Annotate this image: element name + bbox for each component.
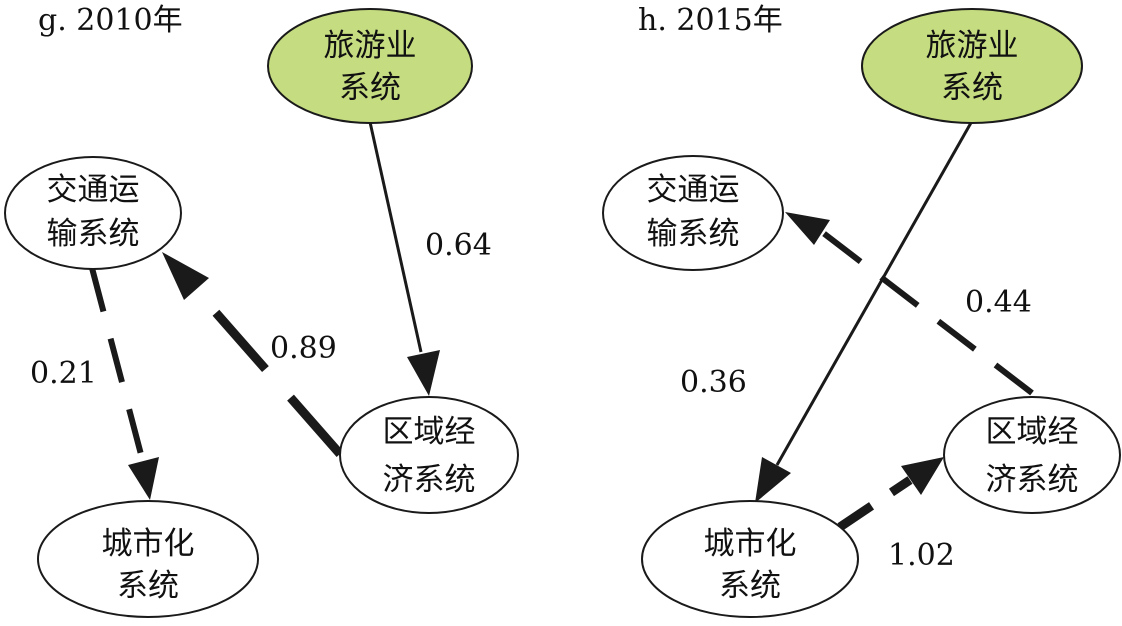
edge-line bbox=[89, 267, 146, 463]
node-transport-label-2: 输系统 bbox=[647, 216, 740, 252]
node-transport-label-1: 交通运 bbox=[647, 172, 740, 208]
arrowhead bbox=[785, 212, 830, 245]
node-tourism-2010: 旅游业 系统 bbox=[267, 8, 473, 124]
node-tourism-2015: 旅游业 系统 bbox=[861, 8, 1083, 124]
arrowhead bbox=[901, 457, 944, 495]
arrowhead bbox=[128, 457, 159, 500]
node-transport-label-1: 交通运 bbox=[47, 172, 140, 208]
edge-value-2010-tourism-regional: 0.64 bbox=[425, 228, 492, 263]
node-transport-ellipse bbox=[602, 155, 784, 271]
node-tourism-ellipse bbox=[267, 8, 473, 124]
node-regional-2015: 区域经 济系统 bbox=[943, 396, 1121, 514]
node-urban-label-1: 城市化 bbox=[102, 526, 195, 562]
node-urban-label-1: 城市化 bbox=[704, 526, 797, 562]
edge-2010-regional-to-transport bbox=[162, 252, 344, 457]
edge-value-2010-regional-transport: 0.89 bbox=[270, 331, 337, 366]
edge-value-2015-regional-transport: 0.44 bbox=[965, 285, 1032, 320]
panel-title-2015: h. 2015年 bbox=[638, 3, 783, 38]
edge-value-2015-tourism-urban: 0.36 bbox=[680, 365, 747, 400]
node-regional-label-1: 区域经 bbox=[986, 414, 1079, 450]
panel-2015: h. 2015年 旅游业 系统 交通运 输系统 区域经 济系统 bbox=[602, 3, 1121, 618]
node-urban-label-2: 系统 bbox=[117, 568, 179, 604]
arrowhead bbox=[755, 457, 791, 503]
edge-value-2010-transport-urban: 0.21 bbox=[30, 356, 97, 391]
node-transport-label-2: 输系统 bbox=[47, 216, 140, 252]
node-tourism-label-1: 旅游业 bbox=[324, 28, 417, 64]
edge-line bbox=[820, 229, 1034, 396]
node-regional-ellipse bbox=[943, 396, 1121, 514]
edge-line bbox=[775, 120, 974, 466]
node-urban-ellipse bbox=[641, 500, 859, 618]
edge-2015-urban-to-regional bbox=[837, 457, 944, 531]
edge-line bbox=[368, 121, 423, 353]
panel-2010: g. 2010年 旅游业 系统 交通运 输系统 区域经 济系统 bbox=[4, 3, 519, 618]
arrowhead bbox=[407, 350, 440, 396]
node-regional-label-2: 济系统 bbox=[383, 462, 476, 498]
edge-value-2015-urban-regional: 1.02 bbox=[888, 538, 955, 573]
node-regional-2010: 区域经 济系统 bbox=[339, 396, 519, 514]
edge-line bbox=[837, 476, 913, 531]
node-regional-label-2: 济系统 bbox=[986, 462, 1079, 498]
edge-2010-transport-to-urban bbox=[89, 267, 159, 500]
node-regional-label-1: 区域经 bbox=[383, 414, 476, 450]
node-tourism-label-1: 旅游业 bbox=[926, 28, 1019, 64]
edge-2015-tourism-to-urban bbox=[755, 120, 974, 503]
node-urban-label-2: 系统 bbox=[719, 568, 781, 604]
node-urban-2010: 城市化 系统 bbox=[37, 500, 259, 618]
node-regional-ellipse bbox=[339, 396, 519, 514]
edge-2010-tourism-to-regional bbox=[368, 121, 440, 396]
node-tourism-ellipse bbox=[861, 8, 1083, 124]
node-transport-ellipse bbox=[4, 156, 182, 270]
node-tourism-label-2: 系统 bbox=[941, 70, 1003, 106]
node-tourism-label-2: 系统 bbox=[339, 70, 401, 106]
edge-2015-regional-to-transport bbox=[785, 212, 1034, 396]
panel-title-2010: g. 2010年 bbox=[38, 3, 183, 38]
edge-line bbox=[192, 287, 344, 457]
node-urban-2015: 城市化 系统 bbox=[641, 500, 859, 618]
node-transport-2010: 交通运 输系统 bbox=[4, 156, 182, 270]
arrowhead bbox=[162, 252, 209, 300]
node-urban-ellipse bbox=[37, 500, 259, 618]
node-transport-2015: 交通运 输系统 bbox=[602, 155, 784, 271]
